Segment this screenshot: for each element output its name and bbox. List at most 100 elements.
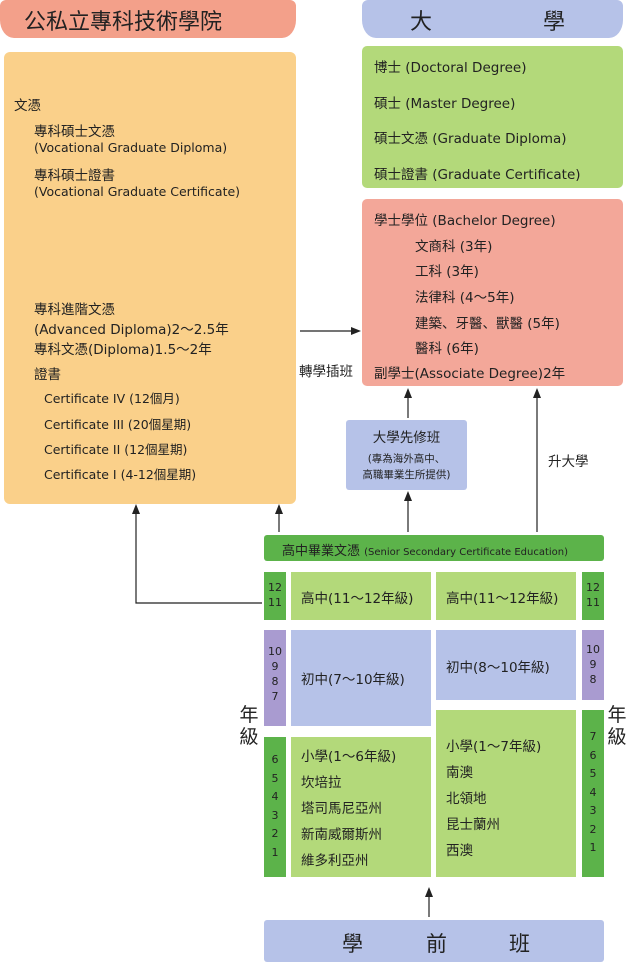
transfer-label: 轉學插班 xyxy=(299,364,353,380)
preschool-char: 班 xyxy=(509,932,530,956)
left-primary-line: 新南威爾斯州 xyxy=(301,827,382,843)
grade-number: 2 xyxy=(271,827,279,840)
left-primary-line: 維多利亞州 xyxy=(301,853,369,869)
grade-number: 1 xyxy=(271,845,279,859)
grade-number: 11 xyxy=(586,596,600,609)
bachelor-box: 學士學位 (Bachelor Degree) 文商科 (3年) 工科 (3年) … xyxy=(362,199,623,386)
preschool-char: 學 xyxy=(342,932,363,956)
graduate-diploma: 碩士文憑 (Graduate Diploma) xyxy=(374,131,567,147)
grade-label-char: 級 xyxy=(607,726,627,748)
university-header-banner: 大 學 xyxy=(362,0,623,38)
grade-number: 2 xyxy=(589,822,597,836)
grade-number: 9 xyxy=(589,658,597,671)
grade-label-char: 年 xyxy=(239,704,259,726)
grade-number: 1 xyxy=(589,841,597,854)
foundation-title: 大學先修班 xyxy=(372,430,441,446)
bachelor-item: 醫科 (6年) xyxy=(415,341,479,357)
left-senior-cell: 高中(11～12年級) xyxy=(291,572,431,620)
grade-number: 5 xyxy=(589,767,597,780)
cert-3: Certificate III (20個星期) xyxy=(44,417,192,432)
voc-grad-cert-zh: 專科碩士證書 xyxy=(34,168,115,184)
left-junior-cell: 初中(7～10年級) xyxy=(291,630,431,726)
tafe-header-title: 公私立專科技術學院 xyxy=(24,10,223,35)
grade-number: 8 xyxy=(271,675,279,688)
right-grades-junior: 10 9 8 xyxy=(582,630,604,700)
year11-to-tafe-arrow xyxy=(132,504,262,604)
grade-number: 12 xyxy=(268,581,282,594)
cert-4: Certificate IV (12個月) xyxy=(44,391,180,406)
left-primary-line: 塔司馬尼亞州 xyxy=(301,801,382,817)
left-senior-label: 高中(11～12年級) xyxy=(301,591,414,607)
grade-number: 11 xyxy=(268,596,282,609)
right-grades-senior: 12 11 xyxy=(582,572,604,620)
tafe-header-banner: 公私立專科技術學院 xyxy=(0,0,296,38)
voc-grad-cert-en: (Vocational Graduate Certificate) xyxy=(34,184,241,199)
ssce-en: (Senior Secondary Certificate Education) xyxy=(364,547,569,558)
adv-diploma-zh: 專科進階文憑 xyxy=(34,302,115,318)
left-junior-label: 初中(7～10年級) xyxy=(301,672,405,688)
university-header-char1: 大 xyxy=(410,10,433,35)
right-primary-line: 南澳 xyxy=(446,765,473,781)
to-university-label: 升大學 xyxy=(548,454,589,470)
right-junior-cell: 初中(8～10年級) xyxy=(436,630,576,700)
preschool-bar: 學 前 班 xyxy=(264,920,604,962)
right-junior-label: 初中(8～10年級) xyxy=(446,660,550,676)
grade-number: 3 xyxy=(589,804,597,817)
grade-number: 7 xyxy=(271,690,279,703)
left-grades-senior: 12 11 xyxy=(264,572,286,620)
right-senior-label: 高中(11～12年級) xyxy=(446,591,559,607)
diploma-line: 專科文憑(Diploma)1.5～2年 xyxy=(34,342,212,358)
grade-number: 12 xyxy=(586,581,600,594)
voc-grad-diploma-en: (Vocational Graduate Diploma) xyxy=(34,140,228,155)
left-grades-junior: 10 9 8 7 xyxy=(264,630,286,726)
tafe-box: 文憑 專科碩士文憑 (Vocational Graduate Diploma) … xyxy=(4,52,296,504)
right-senior-cell: 高中(11～12年級) xyxy=(436,572,576,620)
grade-number: 4 xyxy=(271,790,279,803)
right-primary-line: 小學(1～7年級) xyxy=(446,739,542,755)
grade-number: 9 xyxy=(271,660,279,673)
right-grades-primary: 7 6 5 4 3 2 1 xyxy=(582,710,604,877)
grade-number: 8 xyxy=(589,673,597,686)
university-header-char2: 學 xyxy=(543,10,566,35)
grade-label-char: 級 xyxy=(239,726,259,748)
grade-label-char: 年 xyxy=(607,704,627,726)
cert-1: Certificate I (4-12個星期) xyxy=(44,467,197,482)
right-primary-line: 昆士蘭州 xyxy=(446,817,500,833)
bachelor-item: 文商科 (3年) xyxy=(415,239,493,255)
doctoral-degree: 博士 (Doctoral Degree) xyxy=(374,60,527,76)
ssce-bar: 高中畢業文憑 (Senior Secondary Certificate Edu… xyxy=(264,535,604,561)
grade-label-right: 年 級 xyxy=(606,704,627,748)
bachelor-item: 法律科 (4～5年) xyxy=(415,290,515,306)
grade-label-left: 年 級 xyxy=(238,704,260,748)
grade-number: 7 xyxy=(589,730,597,743)
left-primary-cell: 小學(1～6年級) 坎培拉 塔司馬尼亞州 新南威爾斯州 維多利亞州 xyxy=(291,737,431,877)
grade-number: 10 xyxy=(586,643,600,656)
right-primary-line: 西澳 xyxy=(446,843,473,859)
grade-number: 4 xyxy=(589,785,597,799)
right-primary-cell: 小學(1～7年級) 南澳 北領地 昆士蘭州 西澳 xyxy=(436,710,576,877)
master-degree: 碩士 (Master Degree) xyxy=(374,96,516,112)
ssce-zh: 高中畢業文憑 xyxy=(282,544,361,559)
associate-degree: 副學士(Associate Degree)2年 xyxy=(374,366,566,382)
left-primary-line: 小學(1～6年級) xyxy=(301,749,397,765)
bachelor-heading: 學士學位 (Bachelor Degree) xyxy=(374,213,556,229)
ssce-label: 高中畢業文憑 (Senior Secondary Certificate Edu… xyxy=(282,540,568,559)
cert-heading: 證書 xyxy=(34,367,61,383)
foundation-note-line2: 高職畢業生所提供) xyxy=(362,469,451,481)
foundation-note-line1: (專為海外高中、 xyxy=(367,453,446,465)
voc-grad-diploma-zh: 專科碩士文憑 xyxy=(34,124,115,140)
cert-2: Certificate II (12個星期) xyxy=(44,442,188,457)
adv-diploma-en: (Advanced Diploma)2～2.5年 xyxy=(34,322,229,338)
grade-number: 5 xyxy=(271,771,279,785)
right-primary-line: 北領地 xyxy=(446,791,487,807)
preschool-char: 前 xyxy=(426,932,447,956)
grade-number: 6 xyxy=(271,753,279,766)
bachelor-item: 建築、牙醫、獸醫 (5年) xyxy=(415,316,560,332)
grade-number: 6 xyxy=(589,748,597,762)
left-primary-line: 坎培拉 xyxy=(301,775,342,791)
bachelor-item: 工科 (3年) xyxy=(415,264,479,280)
foundation-note: (專為海外高中、 高職畢業生所提供) xyxy=(346,451,467,483)
grade-number: 10 xyxy=(268,645,282,658)
left-grades-primary: 6 5 4 3 2 1 xyxy=(264,737,286,877)
graduate-certificate: 碩士證書 (Graduate Certificate) xyxy=(374,167,581,183)
